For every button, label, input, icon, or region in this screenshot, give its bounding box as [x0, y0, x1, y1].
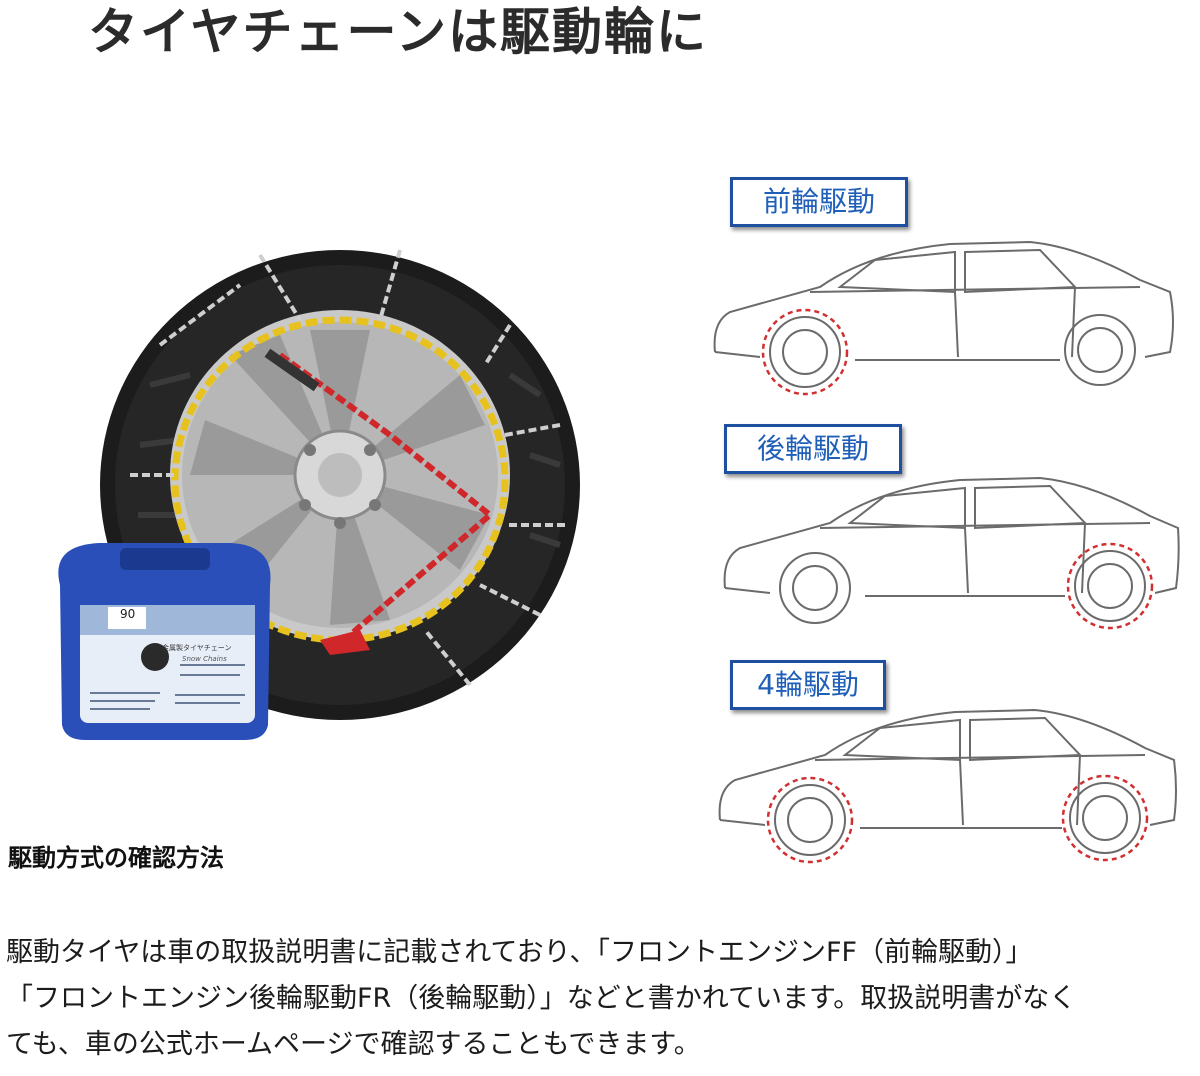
car-four-drive-drawing: [718, 708, 1177, 864]
car-rear-drive-drawing: [723, 476, 1180, 630]
rear-wheel-highlight: [1066, 542, 1154, 630]
car-front-drive-drawing: [713, 240, 1174, 396]
car-rear-drive: [700, 468, 1200, 643]
car-four-drive: [700, 700, 1200, 875]
four-drive-label: 4輪駆動: [730, 660, 886, 710]
tire-chain-graphic: [58, 249, 580, 740]
rear-drive-label: 後輪駆動: [724, 424, 902, 474]
case-product-title: 金属製タイヤチェーン: [162, 644, 232, 652]
front-wheel-highlight: [761, 308, 849, 396]
four-front-wheel-highlight: [766, 776, 854, 864]
case-product-subtitle: Snow Chains: [182, 655, 227, 663]
car-front-drive: [700, 232, 1200, 407]
body-paragraph: 駆動タイヤは車の取扱説明書に記載されており、「フロントエンジンFF（前輪駆動）」…: [6, 930, 1186, 1068]
body-line: 駆動タイヤは車の取扱説明書に記載されており、「フロントエンジンFF（前輪駆動）」: [6, 937, 1033, 968]
body-line: 「フロントエンジン後輪駆動FR（後輪駆動）」などと書かれています。取扱説明書がな…: [6, 983, 1077, 1014]
section-heading: 駆動方式の確認方法: [8, 844, 224, 872]
body-line: ても、車の公式ホームページで確認することもできます。: [6, 1029, 701, 1060]
tire-chain-illustration: 90 金属製タイヤチェーン Snow Chains: [40, 225, 600, 745]
chain-case: [58, 543, 271, 740]
page-title: タイヤチェーンは駆動輪に: [88, 3, 708, 61]
case-size-label: 90: [120, 607, 136, 621]
front-drive-label: 前輪駆動: [730, 177, 908, 227]
four-rear-wheel-highlight: [1061, 774, 1149, 862]
